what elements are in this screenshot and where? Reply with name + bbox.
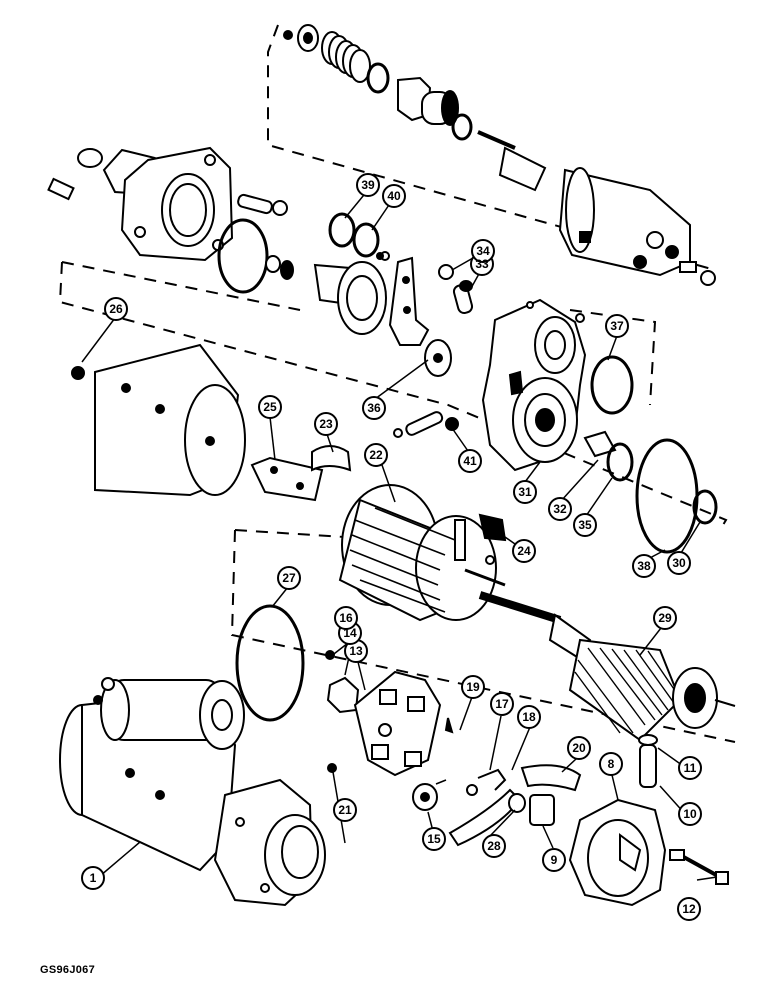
callout-circle-21 xyxy=(333,798,357,822)
callout-18: 18 xyxy=(522,710,536,724)
callout-circle-12 xyxy=(677,897,701,921)
callout-35: 35 xyxy=(578,518,592,532)
callout-13: 13 xyxy=(349,644,363,658)
callout-12: 12 xyxy=(682,902,696,916)
spring-coil xyxy=(321,31,371,83)
callout-circle-15 xyxy=(422,827,446,851)
callout-circle-23 xyxy=(314,412,338,436)
callout-circles xyxy=(81,173,702,921)
field-frame-parts xyxy=(71,343,352,502)
callout-circle-39 xyxy=(356,173,380,197)
callout-38: 38 xyxy=(637,559,651,573)
callout-23: 23 xyxy=(319,417,333,431)
callout-31: 31 xyxy=(518,485,532,499)
callout-circle-20 xyxy=(567,736,591,760)
callout-37: 37 xyxy=(610,319,624,333)
callout-14: 14 xyxy=(343,626,357,640)
callout-circle-1 xyxy=(81,866,105,890)
assembled-starter xyxy=(59,677,326,907)
callout-30: 30 xyxy=(672,556,686,570)
callout-19: 19 xyxy=(466,680,480,694)
armature-laminations xyxy=(574,647,679,734)
callout-circle-38 xyxy=(632,554,656,578)
callout-circle-41 xyxy=(458,449,482,473)
callout-circle-40 xyxy=(382,184,406,208)
callout-circle-28 xyxy=(482,834,506,858)
callout-16: 16 xyxy=(339,611,353,625)
callout-circle-26 xyxy=(104,297,128,321)
callout-11: 11 xyxy=(684,761,697,775)
brush-components xyxy=(235,604,582,847)
figure-id-label: GS96J067 xyxy=(40,964,95,976)
drive-end-parts xyxy=(47,146,585,377)
solenoid-parts xyxy=(283,24,716,286)
callout-33: 33 xyxy=(475,257,489,271)
callout-circle-17 xyxy=(490,692,514,716)
callout-circle-24 xyxy=(512,539,536,563)
callout-32: 32 xyxy=(553,502,567,516)
callout-circle-36 xyxy=(362,396,386,420)
callout-circle-9 xyxy=(542,848,566,872)
callout-21: 21 xyxy=(338,803,352,817)
callout-circle-19 xyxy=(461,675,485,699)
callout-8: 8 xyxy=(608,757,615,771)
callout-24: 24 xyxy=(517,544,531,558)
callout-circle-30 xyxy=(667,551,691,575)
callout-36: 36 xyxy=(367,401,381,415)
callout-40: 40 xyxy=(387,189,401,203)
callout-26: 26 xyxy=(109,302,123,316)
callout-17: 17 xyxy=(495,697,509,711)
callout-circle-34 xyxy=(471,239,495,263)
callout-circle-27 xyxy=(277,566,301,590)
callout-circle-25 xyxy=(258,395,282,419)
callout-29: 29 xyxy=(658,611,672,625)
callout-circle-10 xyxy=(678,802,702,826)
callout-9: 9 xyxy=(551,853,558,867)
callout-numbers: 1 8 9 10 11 12 13 14 15 16 17 18 19 20 2… xyxy=(90,178,697,916)
callout-28: 28 xyxy=(487,839,501,853)
callout-20: 20 xyxy=(572,741,586,755)
callout-34: 34 xyxy=(476,244,490,258)
callout-circle-37 xyxy=(605,314,629,338)
field-coil-assembly xyxy=(338,484,507,622)
callout-10: 10 xyxy=(683,807,697,821)
callout-1: 1 xyxy=(90,871,97,885)
callout-circle-35 xyxy=(573,513,597,537)
callout-circle-8 xyxy=(599,752,623,776)
callout-circle-31 xyxy=(513,480,537,504)
callout-circle-22 xyxy=(364,443,388,467)
callout-41: 41 xyxy=(463,454,477,468)
end-housing xyxy=(568,734,729,907)
drive-housing xyxy=(393,298,718,554)
callout-circle-29 xyxy=(653,606,677,630)
callout-circle-16 xyxy=(334,606,358,630)
callout-circle-11 xyxy=(678,756,702,780)
callout-22: 22 xyxy=(369,448,383,462)
callout-circle-18 xyxy=(517,705,541,729)
callout-circle-32 xyxy=(548,497,572,521)
callout-15: 15 xyxy=(427,832,441,846)
callout-25: 25 xyxy=(263,400,277,414)
callout-39: 39 xyxy=(361,178,375,192)
armature-assembly xyxy=(478,591,736,742)
field-windings xyxy=(349,507,456,613)
callout-27: 27 xyxy=(282,571,296,585)
